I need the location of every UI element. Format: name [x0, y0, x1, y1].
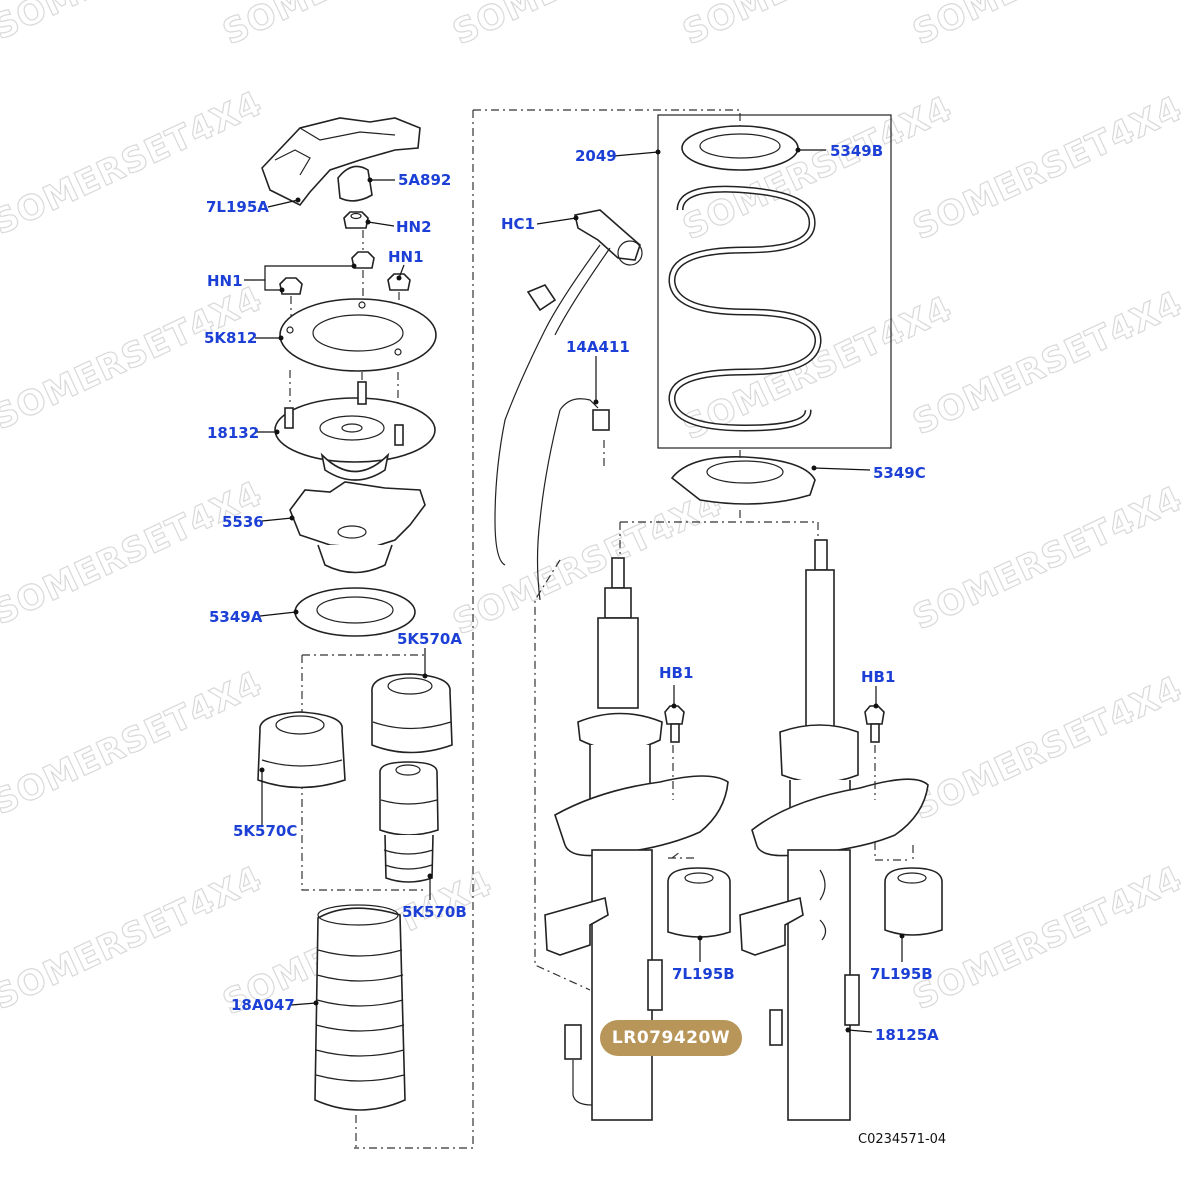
label-7L195A: 7L195A: [206, 198, 269, 216]
callout-labels: 7L195A 5A892 HN2 HN1 HN1 5K812 18132 553…: [204, 142, 939, 1044]
label-HC1: HC1: [501, 215, 535, 233]
strut-right: [739, 539, 929, 1121]
label-HB1-left: HB1: [659, 664, 693, 682]
label-18A047: 18A047: [231, 996, 295, 1014]
sensor-HC1: [574, 209, 643, 266]
label-5K812: 5K812: [204, 329, 257, 347]
label-7L195B-right: 7L195B: [870, 965, 933, 983]
dust-boot-18A047: [314, 904, 406, 1148]
top-mount-18132: [274, 381, 436, 481]
label-2049: 2049: [575, 147, 617, 165]
svg-text:SOMERSET4X4: SOMERSET4X4: [907, 0, 1189, 53]
bushing-7L195B-right: [884, 867, 943, 936]
washer-plate-5K812: [279, 298, 437, 372]
bushing-7L195B-left: [667, 867, 731, 938]
svg-text:SOMERSET4X4: SOMERSET4X4: [907, 478, 1189, 638]
label-5536: 5536: [222, 513, 264, 531]
label-5349B: 5349B: [830, 142, 883, 160]
coil-spring-2049: [668, 185, 822, 432]
leader-lines: [244, 147, 905, 1033]
strut-left: [544, 557, 729, 1121]
nut-HN2: [343, 211, 369, 229]
bump-stop-5K570A: [371, 673, 453, 754]
nut-HN1-right: [387, 273, 411, 291]
svg-text:SOMERSET4X4: SOMERSET4X4: [447, 483, 729, 643]
label-14A411: 14A411: [566, 338, 630, 356]
bump-cap-5A892: [337, 165, 373, 202]
diagram-code: C0234571-04: [858, 1132, 946, 1147]
label-18125A: 18125A: [875, 1026, 939, 1044]
label-5349A: 5349A: [209, 608, 263, 626]
label-5A892: 5A892: [398, 171, 451, 189]
svg-text:SOMERSET4X4: SOMERSET4X4: [907, 668, 1189, 828]
label-HN1-right: HN1: [388, 248, 424, 266]
label-HB1-right: HB1: [861, 668, 895, 686]
bump-stop-5K570C: [257, 711, 346, 789]
spring-seat-lower-5349C: [670, 456, 816, 505]
label-18132: 18132: [207, 424, 259, 442]
svg-text:SOMERSET4X4: SOMERSET4X4: [907, 858, 1189, 1018]
svg-text:SOMERSET4X4: SOMERSET4X4: [0, 83, 269, 243]
label-5K570C: 5K570C: [233, 822, 297, 840]
spring-group-frame: [657, 114, 892, 449]
insulator-5349A: [294, 587, 416, 637]
svg-text:SOMERSET4X4: SOMERSET4X4: [0, 663, 269, 823]
nut-HN1-left: [279, 277, 303, 295]
svg-text:SOMERSET4X4: SOMERSET4X4: [0, 278, 269, 438]
harness-14A411: [494, 244, 611, 601]
label-HN2: HN2: [396, 218, 432, 236]
label-HN1-left: HN1: [207, 272, 243, 290]
label-5K570A: 5K570A: [397, 630, 462, 648]
spring-seat-bracket-5536: [289, 481, 426, 574]
label-7L195B-left: 7L195B: [672, 965, 735, 983]
bump-stop-5K570B: [379, 761, 439, 883]
part-number-badge[interactable]: LR079420W: [600, 1020, 742, 1056]
spring-seat-upper-5349B: [681, 125, 799, 171]
bolt-HB1-left: [664, 705, 685, 743]
bolt-HB1-right: [864, 705, 885, 743]
label-5349C: 5349C: [873, 464, 926, 482]
label-5K570B: 5K570B: [402, 903, 467, 921]
upper-bracket-7L195A: [261, 117, 421, 207]
